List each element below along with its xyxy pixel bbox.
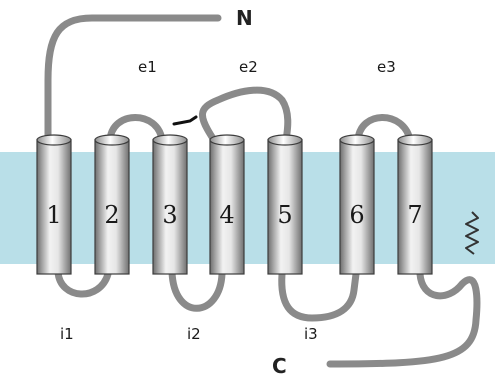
helix-number: 3 [162, 201, 177, 229]
loop-e1 [106, 114, 166, 144]
helix-number: 4 [219, 201, 234, 229]
helix-number: 5 [277, 201, 292, 229]
loop-e2 [199, 86, 292, 144]
helix-1: 1 [36, 134, 72, 275]
helix-2: 2 [94, 134, 130, 275]
polypeptide-chain [44, 14, 481, 368]
loop-label-e1: e1 [138, 58, 157, 76]
helix-number: 7 [407, 201, 422, 229]
loop-label-i2: i2 [187, 325, 201, 343]
c-terminal-tail [326, 270, 481, 368]
loop-i1 [54, 268, 112, 298]
helix-3: 3 [152, 134, 188, 275]
loop-i2 [168, 268, 226, 312]
helix-number: 1 [46, 201, 61, 229]
loop-label-i3: i3 [304, 325, 318, 343]
n-terminus-label: N [236, 6, 253, 30]
helix-6: 6 [339, 134, 375, 275]
loop-e3 [354, 114, 414, 144]
c-terminus-label: C [272, 354, 287, 376]
loop-i3 [278, 270, 360, 322]
n-terminal-tail [44, 14, 222, 144]
loop-label-e3: e3 [377, 58, 396, 76]
helix-4: 4 [209, 134, 245, 275]
palmitoyl-zigzag-icon [465, 211, 479, 255]
helix-number: 6 [349, 201, 364, 229]
helix-number: 2 [104, 201, 119, 229]
loop-label-i1: i1 [60, 325, 74, 343]
bond-marker [172, 115, 198, 126]
loop-label-e2: e2 [239, 58, 258, 76]
helix-5: 5 [267, 134, 303, 275]
helix-7: 7 [397, 134, 433, 275]
